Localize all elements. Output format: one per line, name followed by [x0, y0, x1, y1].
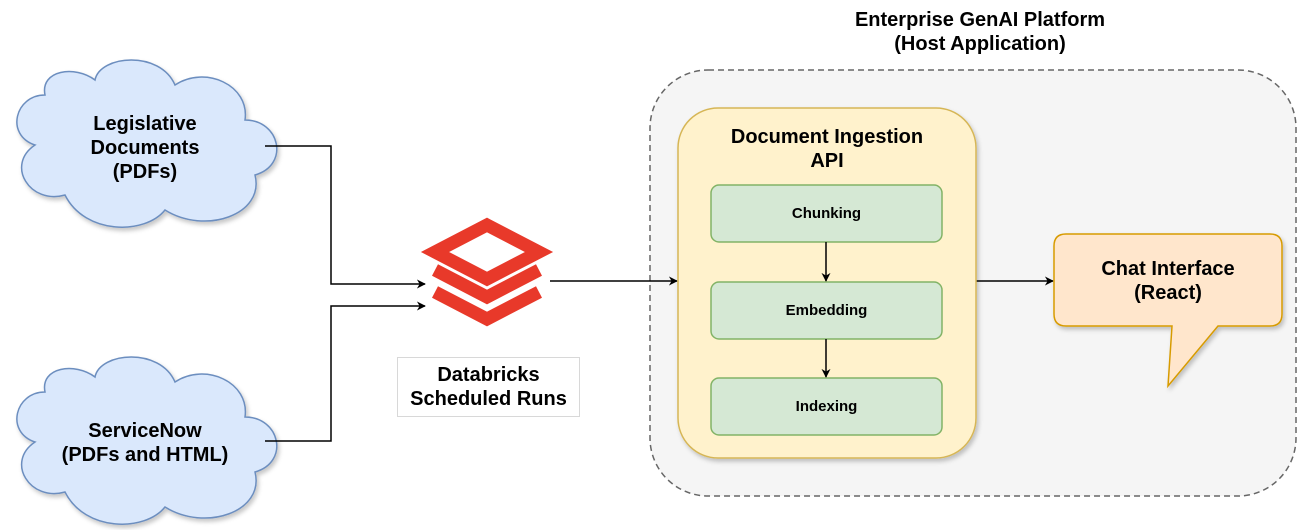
databricks-label: Databricks Scheduled Runs [397, 357, 580, 417]
embedding-step-label: Embedding [785, 301, 868, 319]
chat-interface-callout [1053, 233, 1283, 389]
platform-title: Enterprise GenAI Platform (Host Applicat… [854, 9, 1106, 55]
databricks-logo-icon [420, 217, 554, 327]
connector-legislative-to-databricks [265, 145, 426, 289]
chunking-step-label: Chunking [791, 204, 862, 222]
indexing-step-label: Indexing [795, 397, 858, 415]
legislative-documents-label: Legislative Documents (PDFs) [90, 113, 200, 183]
chat-interface-label: Chat Interface (React) [1101, 258, 1235, 304]
indexing-step-box [710, 377, 943, 436]
connector-servicenow-to-databricks [265, 301, 426, 442]
servicenow-label: ServiceNow (PDFs and HTML) [61, 420, 229, 466]
document-ingestion-api-title: Document Ingestion API [730, 126, 924, 172]
legislative-documents-cloud [16, 59, 278, 228]
servicenow-cloud [16, 356, 278, 525]
